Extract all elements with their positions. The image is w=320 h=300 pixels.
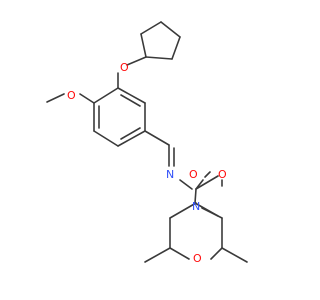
bond <box>145 56 173 60</box>
bond <box>140 21 162 35</box>
bond <box>201 207 223 219</box>
atom-labels: O O N O O N O <box>67 61 227 265</box>
bond <box>140 33 147 58</box>
bond <box>169 202 197 219</box>
cyclopentyl-ring <box>140 21 181 60</box>
bond <box>204 171 211 178</box>
bond <box>179 179 193 190</box>
bond <box>195 175 219 190</box>
oxygen-atom-label: O <box>67 89 76 102</box>
double-bond-inner <box>120 94 141 107</box>
bond <box>117 87 146 104</box>
methyl-bond <box>221 247 248 263</box>
oxygen-atom-label: O <box>189 168 198 181</box>
methyl-bond <box>144 247 171 263</box>
bond <box>117 130 146 147</box>
ether-linkage <box>117 56 147 89</box>
bond <box>171 36 181 60</box>
oxygen-atom-label: O <box>218 168 227 181</box>
bond <box>169 247 190 260</box>
nitrogen-atom-label: N <box>166 168 174 181</box>
oxygen-atom-label: O <box>193 252 202 265</box>
structure-svg: O O N O O N O <box>46 21 248 265</box>
bond <box>79 93 95 104</box>
oxygen-atom-label: O <box>120 61 129 74</box>
bond <box>126 56 147 66</box>
bond <box>144 130 170 146</box>
benzene-ring <box>93 87 146 147</box>
methoxy-group <box>46 93 95 104</box>
molecule-diagram: O O N O O N O <box>46 21 248 265</box>
bond <box>194 188 197 204</box>
morpholine-ring <box>144 202 248 263</box>
double-bond-inner <box>120 127 141 140</box>
nitrogen-atom-label: N <box>192 200 200 213</box>
bond <box>46 93 65 103</box>
bond <box>210 247 223 260</box>
bond <box>93 130 119 147</box>
bond <box>93 87 119 104</box>
bond <box>160 21 181 38</box>
